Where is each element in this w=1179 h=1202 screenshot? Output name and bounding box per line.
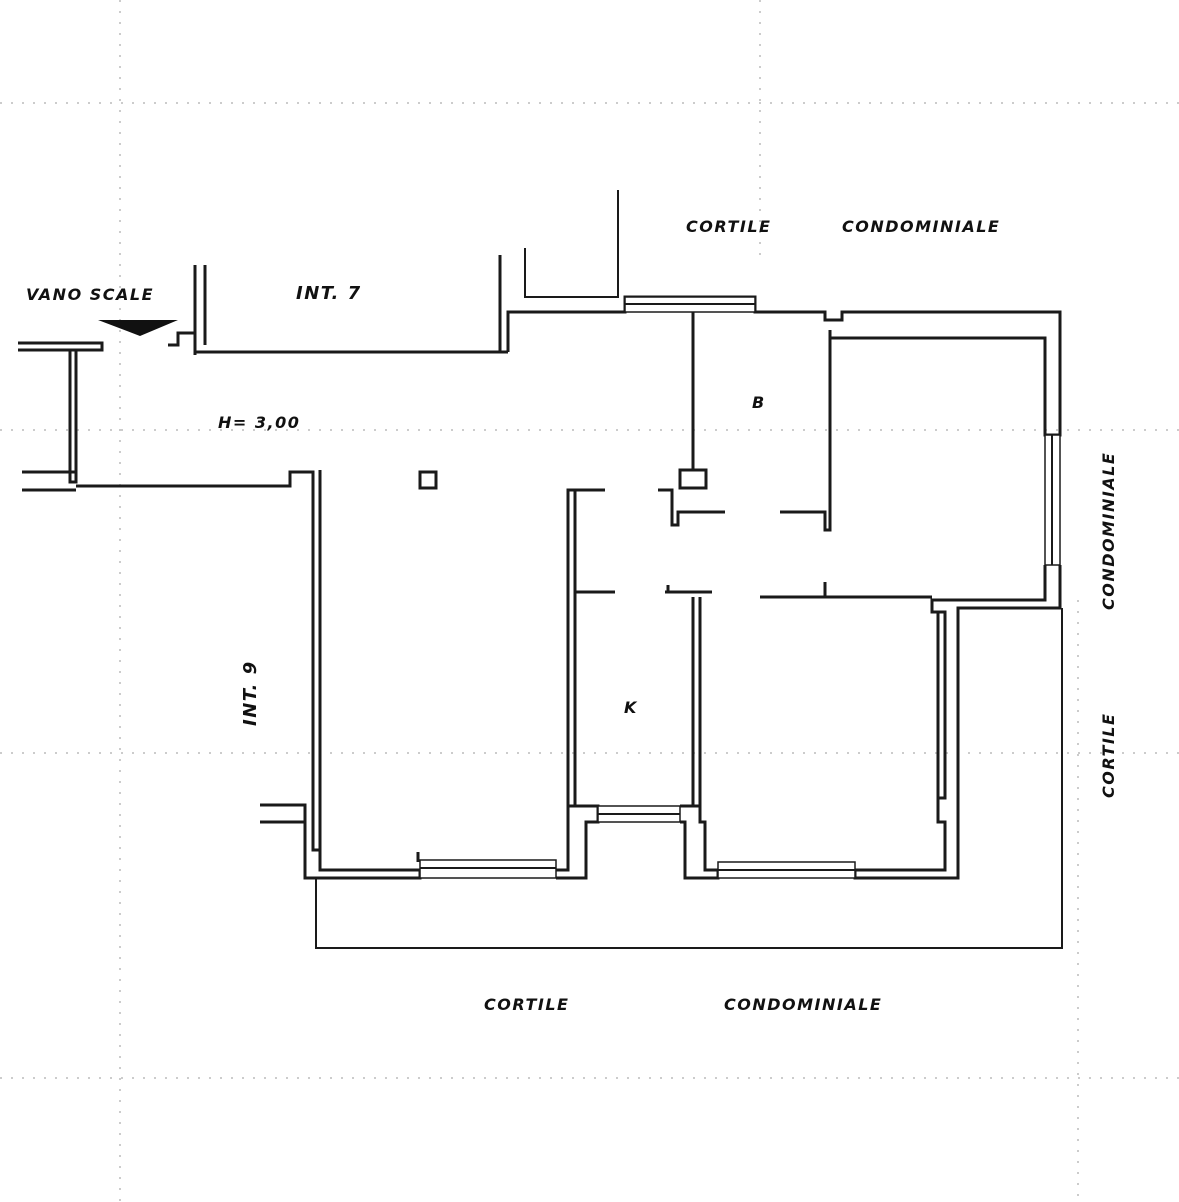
label-condominiale-bottom: CONDOMINIALE bbox=[724, 995, 882, 1014]
courtyard-boundary bbox=[315, 608, 1063, 949]
label-cortile-right: CORTILE bbox=[1099, 713, 1118, 798]
entrance-arrow-icon bbox=[98, 320, 178, 336]
label-room-k: K bbox=[624, 698, 638, 717]
label-cortile-top: CORTILE bbox=[686, 217, 771, 236]
label-ceiling-height: H= 3,00 bbox=[218, 413, 300, 432]
interior-walls bbox=[418, 312, 940, 806]
label-cortile-bottom: CORTILE bbox=[484, 995, 569, 1014]
apartment-outer-walls bbox=[260, 295, 1062, 880]
label-condominiale-top: CONDOMINIALE bbox=[842, 217, 1000, 236]
pillar bbox=[418, 470, 438, 490]
stair-landing-walls bbox=[18, 331, 315, 492]
label-vano-scale: VANO SCALE bbox=[26, 285, 154, 304]
label-condominiale-right: CONDOMINIALE bbox=[1099, 452, 1118, 610]
label-room-b: B bbox=[752, 393, 766, 412]
windows bbox=[419, 296, 1061, 879]
int-7-walls bbox=[193, 190, 619, 354]
label-int-9: INT. 9 bbox=[240, 660, 261, 726]
label-int-7: INT. 7 bbox=[296, 283, 362, 304]
